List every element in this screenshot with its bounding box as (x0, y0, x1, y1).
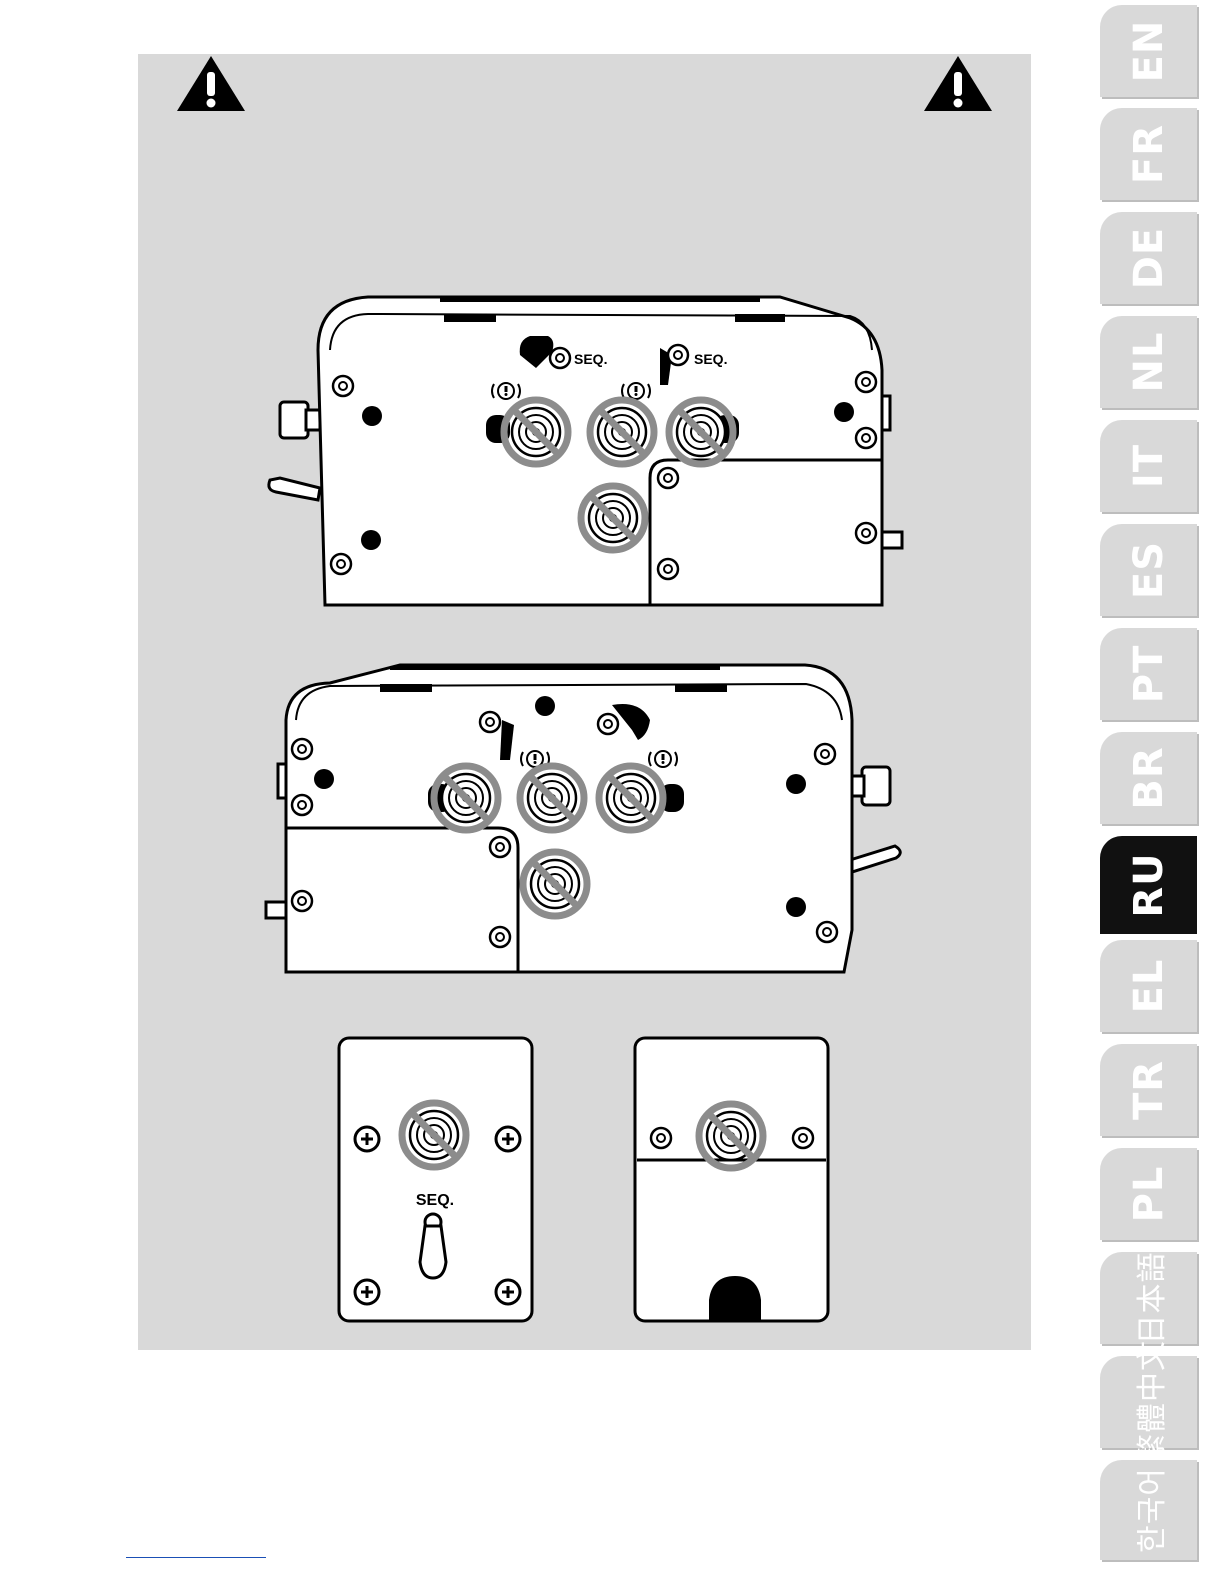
language-tab-4[interactable]: IT (1100, 420, 1197, 512)
language-tab-6[interactable]: PT (1100, 628, 1197, 720)
seq-label: SEQ. (574, 351, 607, 367)
language-tab-label: TR (1126, 1060, 1172, 1120)
language-tab-label: 한국어 (1127, 1467, 1171, 1553)
language-tab-0[interactable]: EN (1100, 5, 1197, 97)
seq-label: SEQ. (694, 351, 727, 367)
footer-rule (126, 1557, 266, 1558)
device-top-view-2 (266, 665, 900, 972)
language-tab-label: DE (1126, 227, 1172, 290)
device-top-view-1: SEQ. SEQ. (269, 297, 902, 605)
language-tab-label: BR (1126, 746, 1172, 809)
language-tab-label: IT (1126, 444, 1172, 488)
connector-module-panel (635, 1038, 828, 1321)
language-tab-1[interactable]: FR (1100, 108, 1197, 200)
language-tab-label: RU (1126, 852, 1172, 917)
language-tab-10[interactable]: TR (1100, 1044, 1197, 1136)
language-tab-14[interactable]: 한국어 (1100, 1460, 1197, 1560)
language-tab-2[interactable]: DE (1100, 212, 1197, 304)
language-tab-label: NL (1126, 332, 1172, 393)
seq-label: SEQ. (416, 1192, 454, 1209)
language-tab-13[interactable]: 繁體中文 (1100, 1356, 1197, 1448)
language-tab-9[interactable]: EL (1100, 940, 1197, 1032)
language-tab-label: ES (1126, 541, 1172, 599)
seq-module-panel: SEQ. (339, 1038, 532, 1321)
language-tab-7[interactable]: BR (1100, 732, 1197, 824)
language-tab-label: EN (1126, 20, 1172, 83)
language-tab-12[interactable]: 日本語 (1100, 1252, 1197, 1344)
language-tab-11[interactable]: PL (1100, 1148, 1197, 1240)
language-tab-label: PT (1126, 645, 1172, 704)
language-tab-3[interactable]: NL (1100, 316, 1197, 408)
language-tab-5[interactable]: ES (1100, 524, 1197, 616)
language-tab-label: EL (1126, 959, 1172, 1014)
language-tab-8[interactable]: RU (1100, 836, 1197, 934)
language-tab-label: PL (1126, 1166, 1172, 1223)
language-tab-label: 日本語 (1127, 1252, 1171, 1345)
language-tab-label: FR (1126, 124, 1172, 184)
language-tab-label: 繁體中文 (1127, 1340, 1171, 1464)
